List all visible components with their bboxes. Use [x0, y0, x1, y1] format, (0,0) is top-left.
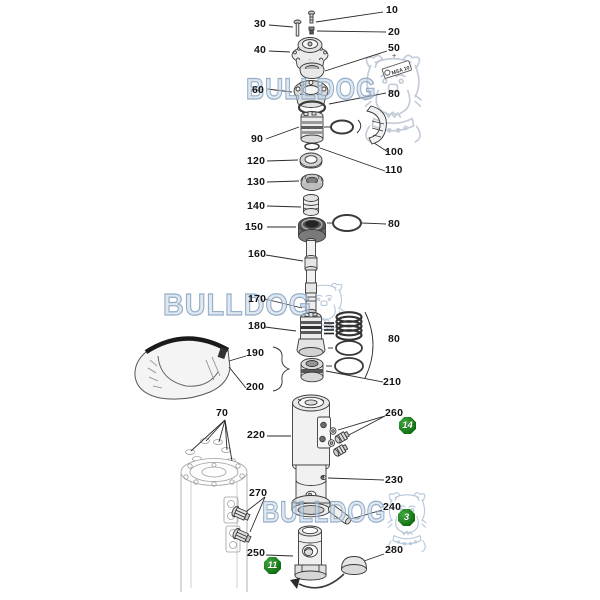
exploded-parts-column: MSA 10 +	[231, 10, 412, 589]
bolt-part-30	[293, 19, 302, 37]
part-label-50: 50	[388, 42, 401, 54]
screw-part-10	[308, 10, 315, 24]
seal-part-50	[299, 62, 325, 79]
cylinder-part-220	[291, 394, 331, 518]
set-screw-part-230	[320, 474, 327, 481]
part-label-80a: 80	[388, 88, 401, 100]
o-ring-part-80b	[335, 340, 363, 356]
part-label-210: 210	[383, 376, 402, 388]
part-label-140: 140	[247, 200, 266, 212]
o-ring-part-210	[334, 357, 364, 375]
part-label-230: 230	[385, 474, 404, 486]
cylinder-body-left-faint	[180, 438, 248, 592]
o-ring-part	[330, 119, 354, 135]
part-label-120: 120	[247, 155, 266, 167]
plug-part-20	[308, 26, 315, 35]
curved-retainer-part-100	[366, 105, 387, 145]
part-label-130: 130	[247, 176, 266, 188]
part-label-70: 70	[216, 407, 229, 419]
part-label-80b: 80	[388, 218, 401, 230]
part-label-30: 30	[254, 18, 267, 30]
quantity-badge-3: 3	[398, 509, 415, 526]
msa-tag-part: MSA 10 +	[381, 51, 412, 79]
seal-ring-part-150	[298, 217, 326, 243]
part-label-110: 110	[385, 164, 403, 176]
part-label-220: 220	[247, 429, 266, 441]
part-label-240: 240	[383, 501, 402, 513]
part-label-80c: 80	[388, 333, 401, 345]
grooved-ring-part-130	[300, 173, 324, 191]
part-label-190: 190	[246, 347, 265, 359]
rotation-arrow	[290, 573, 345, 589]
ring-stack-part-80	[335, 311, 363, 341]
tag-asterisk-marker: +	[392, 51, 397, 60]
part-label-90: 90	[251, 133, 264, 145]
piston-rings-symbol	[324, 322, 334, 335]
quantity-badge-11: 11	[264, 557, 281, 574]
leader-lines	[190, 11, 389, 562]
part-label-100: 100	[385, 146, 404, 158]
part-label-270: 270	[249, 487, 268, 499]
part-label-280: 280	[385, 544, 404, 556]
part-label-250: 250	[247, 547, 266, 559]
quantity-badge-14: 14	[399, 417, 416, 434]
pin-part-240	[327, 504, 352, 525]
plugs-part-270	[231, 505, 252, 543]
washer-part-120	[299, 152, 323, 169]
part-label-10: 10	[386, 4, 399, 16]
part-label-260: 260	[385, 407, 404, 419]
msa-tag-text: MSA 10	[391, 65, 411, 76]
piston-rod-part-160	[304, 238, 318, 315]
part-label-20: 20	[388, 26, 401, 38]
part-label-200: 200	[246, 381, 265, 393]
o-ring-part-80	[332, 214, 362, 232]
half-shell-part	[134, 336, 231, 400]
seal-ring-part-210	[300, 358, 324, 383]
part-label-40: 40	[254, 44, 267, 56]
part-label-160: 160	[248, 248, 267, 260]
valve-stack-part-90	[300, 111, 324, 144]
o-ring-part-110	[304, 142, 320, 151]
part-label-180: 180	[248, 320, 267, 332]
spacer-part-140	[303, 194, 319, 216]
fittings-part-260	[328, 427, 350, 457]
bearing-part-60	[293, 80, 329, 115]
valve-part-250	[294, 525, 327, 581]
part-label-60: 60	[252, 84, 265, 96]
part-label-150: 150	[245, 221, 264, 233]
piston-part-180	[296, 312, 326, 357]
cap-part-280	[341, 556, 367, 575]
part-label-170: 170	[248, 293, 267, 305]
